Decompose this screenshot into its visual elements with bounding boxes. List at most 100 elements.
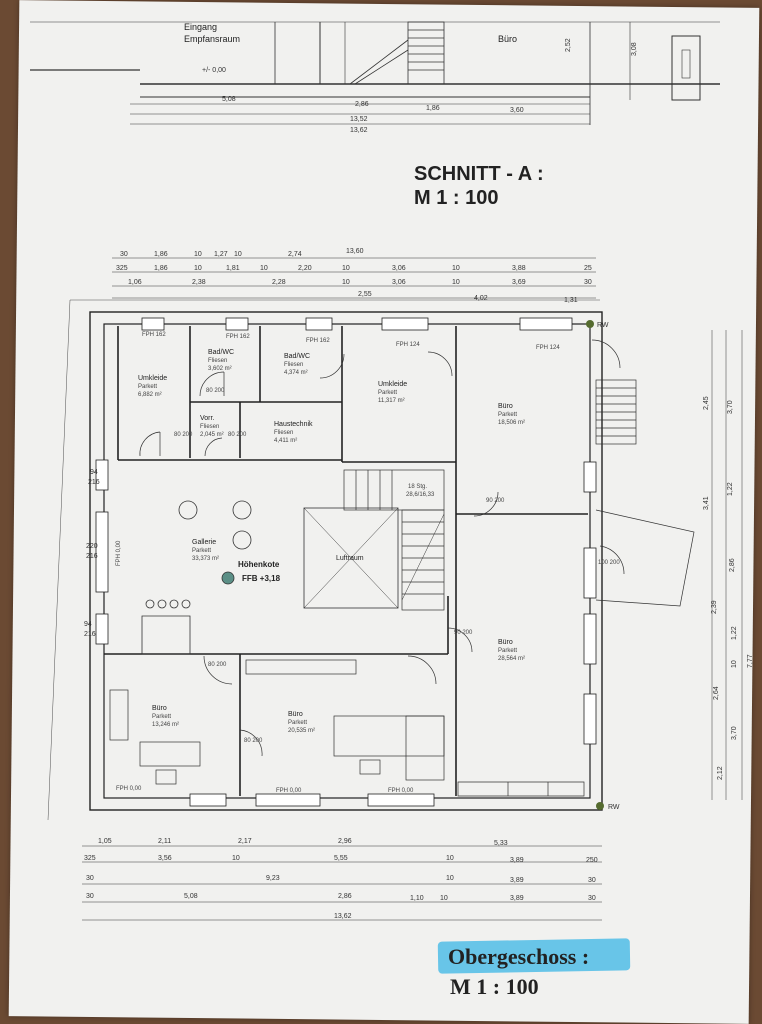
bottom-dim: 30: [588, 895, 596, 902]
svg-text:20,535 m²: 20,535 m²: [288, 728, 315, 734]
bottom-dimension-lines: [82, 845, 602, 921]
windows: [95, 317, 597, 807]
room-bad-1: Bad/WC Fliesen 3,602 m²: [208, 349, 234, 372]
svg-text:3,602 m²: 3,602 m²: [208, 366, 232, 372]
section-dim-1: 5,08: [222, 96, 236, 103]
right-dim: 3,70: [727, 400, 734, 414]
left-window-dim: 216: [84, 631, 96, 638]
svg-text:Fliesen: Fliesen: [284, 362, 303, 368]
window-tag: FPH 0,00: [116, 786, 142, 792]
room-buero-2: Büro Parkett 28,564 m²: [498, 639, 525, 662]
left-window-dim: 94: [90, 469, 98, 476]
svg-text:Vorr.: Vorr.: [200, 415, 214, 422]
svg-text:Parkett: Parkett: [378, 390, 397, 396]
room-gallerie: Gallerie Parkett 33,373 m²: [192, 539, 219, 562]
bottom-dim: 10: [446, 875, 454, 882]
door-size: 90 200: [486, 498, 505, 504]
top-dim: 10: [452, 265, 460, 272]
right-dim: 2,45: [703, 396, 710, 410]
top-dim: 1,81: [226, 265, 240, 272]
room-umkleide-2: Umkleide Parkett 11,317 m²: [378, 381, 407, 404]
top-dim: 2,28: [272, 279, 286, 286]
bottom-dim: 10: [440, 895, 448, 902]
bottom-dim: 2,96: [338, 838, 352, 845]
room-buero-4: Büro Parkett 20,535 m²: [288, 711, 315, 734]
right-dim: 2,12: [717, 766, 724, 780]
svg-text:Parkett: Parkett: [288, 720, 307, 726]
section-scale: M 1 : 100: [414, 187, 498, 209]
room-buero-3: Büro Parkett 13,246 m²: [152, 705, 179, 728]
bottom-dim: 1,05: [98, 838, 112, 845]
bottom-dim: 3,89: [510, 857, 524, 864]
bottom-dim: 30: [86, 875, 94, 882]
bottom-dim: 5,55: [334, 855, 348, 862]
svg-text:33,373 m²: 33,373 m²: [192, 556, 219, 562]
right-dim: 3,70: [731, 726, 738, 740]
svg-text:Parkett: Parkett: [152, 714, 171, 720]
section-stair: [349, 21, 445, 85]
top-dim: 1,06: [128, 279, 142, 286]
height-mark-label: Höhenkote: [238, 560, 280, 569]
bottom-dim-total: 13,62: [334, 913, 352, 920]
main-stair: [343, 469, 445, 611]
top-dim: 3,06: [392, 265, 406, 272]
room-haustechnik: Haustechnik Fliesen 4,411 m²: [274, 421, 313, 444]
rw-label: RW: [597, 322, 609, 329]
svg-text:4,411 m²: 4,411 m²: [274, 438, 297, 444]
top-dim: 10: [260, 265, 268, 272]
svg-text:Fliesen: Fliesen: [274, 430, 293, 436]
top-dim: 10: [452, 279, 460, 286]
section-dim-5: 13,52: [350, 116, 368, 123]
gallery-furniture: [141, 500, 252, 655]
bottom-dim: 30: [86, 893, 94, 900]
bottom-dim: 2,17: [238, 838, 252, 845]
top-dim-total: 13,60: [346, 248, 364, 255]
exterior-walls: [47, 299, 603, 821]
top-dim: 10: [342, 279, 350, 286]
bottom-dim: 5,08: [184, 893, 198, 900]
door-swings: [139, 339, 625, 757]
section-dim-3: 1,86: [426, 105, 440, 112]
bottom-dim: 30: [588, 877, 596, 884]
office-furniture: [109, 659, 585, 797]
top-dim: 4,02: [474, 295, 488, 302]
svg-text:Büro: Büro: [288, 711, 303, 718]
window-tag: FPH 0,00: [116, 540, 122, 566]
svg-text:Parkett: Parkett: [138, 384, 157, 390]
bottom-dim: 2,11: [158, 838, 171, 845]
window-tag: FPH 124: [396, 342, 420, 348]
svg-text:Fliesen: Fliesen: [208, 358, 227, 364]
void-label: Luftraum: [336, 555, 364, 562]
svg-text:Parkett: Parkett: [192, 548, 211, 554]
bottom-dim: 9,23: [266, 875, 280, 882]
top-dim: 1,86: [154, 265, 168, 272]
bottom-dim: 10: [446, 855, 454, 862]
top-dimension-lines: [112, 257, 596, 299]
top-dim: 10: [194, 251, 202, 258]
bottom-dim: 1,10: [410, 895, 424, 902]
section-level: +/- 0,00: [202, 67, 226, 74]
window-tag: FPH 162: [142, 332, 166, 338]
bottom-dim: 3,89: [510, 877, 524, 884]
right-dim: 10: [731, 660, 738, 668]
height-marker-icon: [221, 571, 235, 585]
top-dim: 10: [342, 265, 350, 272]
top-dim: 25: [584, 265, 592, 272]
top-dim: 2,38: [192, 279, 206, 286]
section-dim-2: 2,86: [355, 101, 369, 108]
left-window-dim: 216: [88, 479, 100, 486]
rw-label: RW: [608, 804, 620, 811]
top-dim: 1,86: [154, 251, 168, 258]
svg-text:Umkleide: Umkleide: [138, 375, 167, 382]
section-height-2: 3,08: [631, 42, 638, 56]
rw-marker-icon: [586, 320, 594, 328]
svg-text:28,564 m²: 28,564 m²: [498, 656, 525, 662]
right-dim: 1,22: [727, 482, 734, 496]
svg-text:Umkleide: Umkleide: [378, 381, 407, 388]
section-dim-4: 3,60: [510, 107, 524, 114]
room-umkleide-1: Umkleide Parkett 6,882 m²: [138, 375, 167, 398]
top-dim: 10: [234, 251, 242, 258]
window-tag: FPH 124: [536, 345, 560, 351]
svg-text:Bad/WC: Bad/WC: [284, 353, 310, 360]
height-mark-value: FFB +3,18: [242, 574, 281, 583]
